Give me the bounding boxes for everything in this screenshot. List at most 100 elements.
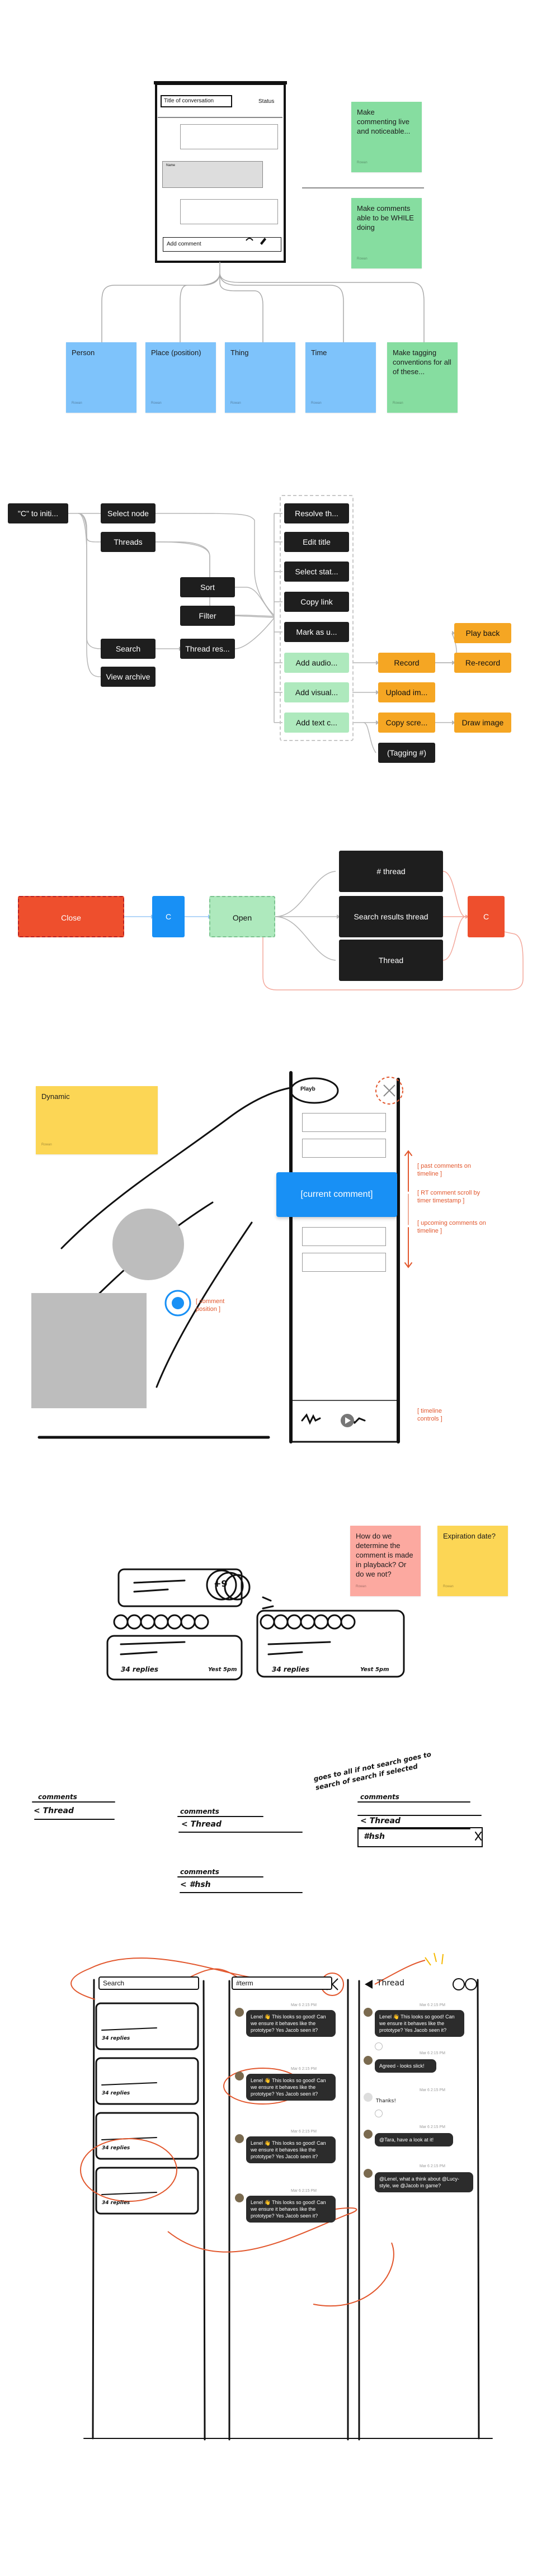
node-mark-as: Mark as u... — [284, 622, 349, 642]
node-re-record: Re-record — [454, 653, 511, 673]
node-thread-results: Thread res... — [180, 639, 235, 659]
node-add-audio: Add audio... — [284, 653, 349, 673]
sketch-thread-2: < Thread — [181, 1820, 222, 1829]
phone1-replies-2: 34 replies — [102, 2091, 130, 2096]
node-thread: Thread — [339, 940, 443, 981]
sketch-time-left: Yest 5pm — [208, 1667, 237, 1673]
annot-upcoming: [ upcoming comments on timeline ] — [417, 1220, 486, 1234]
phone3-reply-tag: @Tara, have a look at it! — [375, 2133, 453, 2146]
phone1-search-input[interactable]: Search — [98, 1976, 199, 1990]
phone2-avatar-3 — [235, 2134, 244, 2143]
node-search: Search — [101, 639, 156, 659]
sketch-hash: #hsh — [364, 1832, 385, 1841]
annot-timeline: [ timeline controls ] — [417, 1408, 442, 1422]
node-add-visual: Add visual... — [284, 682, 349, 702]
node-threads: Threads — [101, 532, 156, 552]
annot-position: [ comment position ] — [196, 1298, 225, 1313]
sketch-comments-1: comments — [38, 1793, 77, 1801]
node-record: Record — [378, 653, 435, 673]
phone2-avatar-2 — [235, 2072, 244, 2080]
phone3-avatar-4 — [364, 2130, 373, 2139]
mock-add-comment: Add comment — [167, 241, 201, 247]
node-resolve: Resolve th... — [284, 503, 349, 523]
playback-label: Playb — [300, 1086, 315, 1092]
sketch-comments-4: comments — [180, 1868, 219, 1876]
node-tagging: (Tagging #) — [378, 743, 435, 763]
node-select-node: Select node — [101, 503, 156, 523]
node-c-to-initiate: "C" to initi... — [8, 503, 68, 523]
sketch-thread-3: < Thread — [360, 1817, 401, 1825]
node-sort: Sort — [180, 577, 235, 597]
mock-input-3 — [180, 199, 278, 224]
note-while-doing: Make comments able to be WHILE doing Row… — [351, 198, 422, 268]
mock-add-comment-box[interactable]: Add comment — [163, 237, 281, 252]
phone3-msg-1: Lenel 👋 This looks so good! Can we ensur… — [375, 2010, 464, 2037]
current-comment[interactable]: [current comment] — [276, 1172, 397, 1217]
mock-status: Status — [258, 98, 275, 105]
phone3-thread-title: Thread — [377, 1979, 404, 1988]
past-comment-2 — [302, 1139, 386, 1158]
phone3-avatar-5 — [364, 2169, 373, 2178]
phone3-time-2: Mar 6 2:15 PM — [420, 2051, 445, 2055]
note-place: Place (position)Rowan — [145, 342, 216, 413]
note-thing-text: Thing — [230, 348, 249, 357]
note-playback-question: How do we determine the comment is made … — [350, 1526, 421, 1596]
note-person-text: Person — [72, 348, 95, 357]
phone3-avatar-3 — [364, 2093, 373, 2102]
sketch-note: goes to all if not search goes to search… — [313, 1750, 432, 1792]
node-add-text: Add text c... — [284, 713, 349, 733]
note-expiration-text: Expiration date? — [443, 1532, 496, 1540]
note-dynamic-text: Dynamic — [41, 1092, 70, 1101]
phone3-time-1: Mar 6 2:15 PM — [420, 2003, 445, 2007]
node-filter: Filter — [180, 606, 235, 626]
phone3-reaction-2[interactable] — [375, 2110, 383, 2117]
phone3-reaction-1[interactable] — [375, 2042, 383, 2050]
phone1-replies-4: 34 replies — [102, 2200, 130, 2206]
node-edit-title: Edit title — [284, 532, 349, 552]
phone2-msg-2: Lenel 👋 This looks so good! Can we ensur… — [246, 2074, 336, 2101]
phone2-msg-1: Lenel 👋 This looks so good! Can we ensur… — [246, 2010, 336, 2037]
phone2-msg-4: Lenel 👋 This looks so good! Can we ensur… — [246, 2196, 336, 2223]
node-view-archive: View archive — [101, 667, 156, 687]
node-hash-thread: # thread — [339, 851, 443, 892]
past-comment-1 — [302, 1113, 386, 1132]
phone2-avatar-1 — [235, 2008, 244, 2017]
note-playback-question-text: How do we determine the comment is made … — [356, 1532, 413, 1578]
node-draw-image: Draw image — [454, 713, 511, 733]
node-c-start: C — [152, 896, 185, 937]
sketch-replies-right: 34 replies — [272, 1666, 310, 1673]
note-tagging-text: Make tagging conventions for all of thes… — [393, 348, 451, 376]
phone2-time-3: Mar 6 2:15 PM — [291, 2130, 317, 2134]
current-comment-text: [current comment] — [300, 1190, 373, 1199]
mock-name-label: Name — [166, 164, 176, 167]
upcoming-comment-2 — [302, 1253, 386, 1272]
flow1-actions-frame — [280, 495, 354, 741]
node-close: Close — [18, 896, 124, 937]
phone2-term-input[interactable]: #term — [232, 1976, 332, 1990]
mock-title: Title of conversation — [164, 98, 214, 104]
node-c-end: C — [468, 896, 505, 937]
phone3-avatar-1 — [364, 2008, 373, 2017]
phone3-avatar-2 — [364, 2056, 373, 2065]
node-upload: Upload im... — [378, 682, 435, 702]
close-icon[interactable] — [383, 1084, 396, 1097]
sketch-hash-2: < #hsh — [180, 1880, 211, 1889]
node-open: Open — [209, 896, 275, 937]
phone2-msg-3: Lenel 👋 This looks so good! Can we ensur… — [246, 2136, 336, 2163]
node-play-back: Play back — [454, 623, 511, 643]
node-copy-screen: Copy scre... — [378, 713, 435, 733]
node-copy-link: Copy link — [284, 592, 349, 612]
note-place-text: Place (position) — [151, 348, 201, 357]
note-time-text: Time — [311, 348, 327, 357]
phone1-replies-1: 34 replies — [102, 2036, 130, 2041]
phone3-time-3: Mar 6 2:15 PM — [420, 2088, 445, 2092]
phone3-time-5: Mar 6 2:15 PM — [420, 2164, 445, 2168]
phone3-reply-last: @Lenel, what a think about @Lucy-style, … — [375, 2172, 473, 2192]
note-expiration: Expiration date?Rowan — [437, 1526, 508, 1596]
phone1-search-label: Search — [103, 1979, 125, 1987]
phone2-time-2: Mar 6 2:15 PM — [291, 2067, 317, 2071]
annot-past: [ past comments on timeline ] — [417, 1163, 471, 1177]
sketch-comments-3: comments — [360, 1793, 399, 1801]
